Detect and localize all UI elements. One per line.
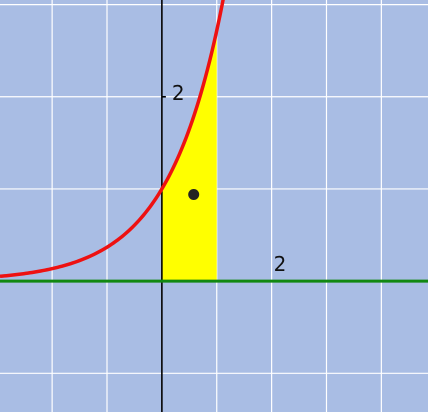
exponential-curve [0,0,225,279]
shaded-area [161,30,217,282]
data-point [188,188,200,200]
y-tick-label-2: 2 [172,81,185,105]
x-tick-label-2: 2 [274,252,287,276]
